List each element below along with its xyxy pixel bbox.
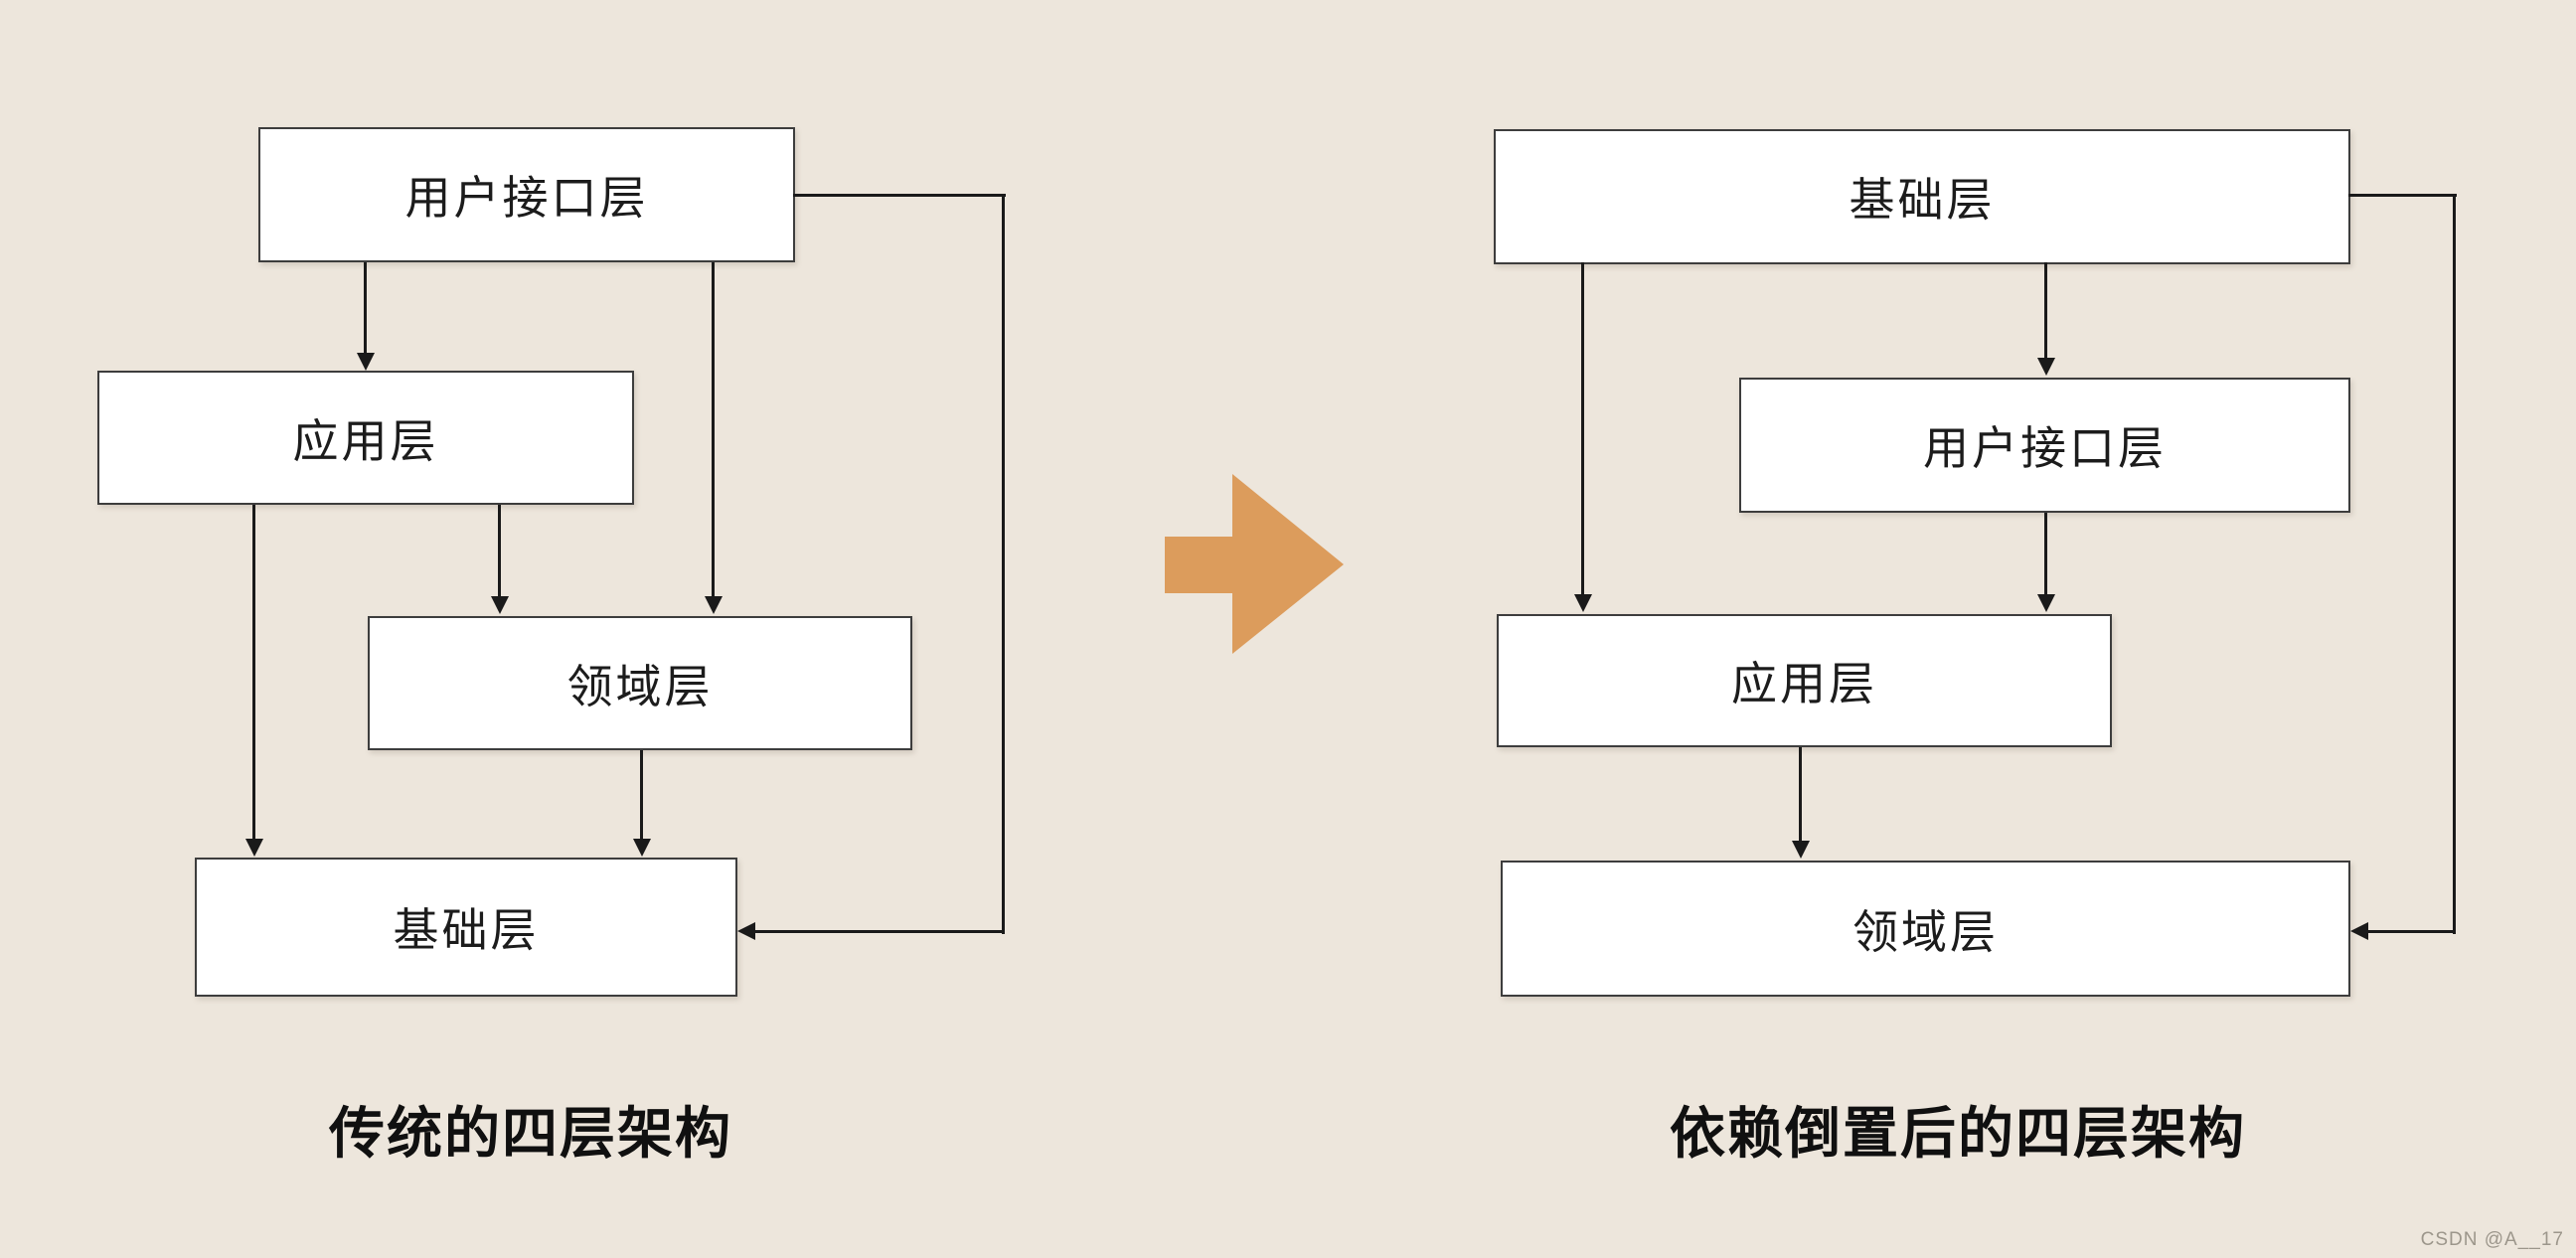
left-edge-ui-to-infra-vertical-segment bbox=[1002, 194, 1005, 934]
right-box-application-layer: 应用层 bbox=[1497, 614, 2112, 747]
right-edge-infra-to-ui-arrowhead-icon bbox=[2037, 358, 2055, 376]
left-edge-app-to-infra-line bbox=[252, 505, 255, 843]
left-edge-ui-to-infra-arrowhead-icon bbox=[737, 922, 755, 940]
left-box-ui-layer-label: 用户接口层 bbox=[404, 172, 649, 224]
csdn-watermark: CSDN @A__17 bbox=[2420, 1229, 2564, 1250]
left-box-application-layer-label: 应用层 bbox=[292, 414, 439, 467]
left-edge-domain-to-infra-line bbox=[640, 750, 643, 843]
right-diagram-caption: 依赖倒置后的四层架构 bbox=[1670, 1102, 2246, 1165]
right-edge-app-to-domain-arrowhead-icon bbox=[1792, 841, 1810, 859]
left-edge-ui-to-infra-bottom-segment bbox=[751, 930, 1004, 933]
right-edge-ui-to-app-arrowhead-icon bbox=[2037, 594, 2055, 612]
right-box-infrastructure-layer-label: 基础层 bbox=[1849, 174, 1996, 226]
left-box-infrastructure-layer-label: 基础层 bbox=[393, 904, 540, 956]
left-edge-ui-to-app-arrowhead-icon bbox=[357, 353, 375, 371]
left-edge-domain-to-infra-arrowhead-icon bbox=[633, 839, 651, 857]
left-box-domain-layer-label: 领域层 bbox=[566, 660, 714, 712]
left-edge-app-to-domain-line bbox=[498, 505, 501, 600]
transform-right-arrow-shape bbox=[1165, 474, 1344, 654]
right-box-domain-layer-label: 领域层 bbox=[1852, 905, 1999, 958]
left-diagram-caption: 传统的四层架构 bbox=[329, 1102, 732, 1165]
right-box-ui-layer: 用户接口层 bbox=[1739, 378, 2350, 513]
right-edge-infra-to-app-line bbox=[1581, 262, 1584, 598]
left-edge-ui-to-infra-top-segment bbox=[793, 194, 1006, 197]
left-edge-app-to-domain-arrowhead-icon bbox=[491, 596, 509, 614]
left-edge-ui-to-app-line bbox=[364, 262, 367, 355]
right-box-infrastructure-layer: 基础层 bbox=[1494, 129, 2350, 264]
right-edge-infra-to-ui-line bbox=[2044, 262, 2047, 362]
right-edge-infra-to-domain-bottom-segment bbox=[2364, 930, 2455, 933]
left-box-ui-layer: 用户接口层 bbox=[258, 127, 795, 262]
right-box-application-layer-label: 应用层 bbox=[1731, 658, 1877, 709]
right-edge-infra-to-domain-vertical-segment bbox=[2453, 194, 2456, 934]
transform-right-arrow-icon bbox=[1165, 474, 1344, 654]
right-edge-infra-to-app-arrowhead-icon bbox=[1574, 594, 1592, 612]
left-edge-app-to-infra-arrowhead-icon bbox=[245, 839, 263, 857]
right-edge-app-to-domain-line bbox=[1799, 747, 1802, 845]
left-edge-ui-to-domain-arrowhead-icon bbox=[705, 596, 723, 614]
right-box-domain-layer: 领域层 bbox=[1501, 861, 2350, 997]
right-edge-infra-to-domain-top-segment bbox=[2348, 194, 2457, 197]
left-box-infrastructure-layer: 基础层 bbox=[195, 858, 737, 997]
left-edge-ui-to-domain-line bbox=[712, 262, 715, 600]
right-edge-ui-to-app-line bbox=[2044, 513, 2047, 598]
right-box-ui-layer-label: 用户接口层 bbox=[1923, 422, 2167, 474]
left-box-application-layer: 应用层 bbox=[97, 371, 634, 505]
right-edge-infra-to-domain-arrowhead-icon bbox=[2350, 922, 2368, 940]
left-box-domain-layer: 领域层 bbox=[368, 616, 912, 750]
